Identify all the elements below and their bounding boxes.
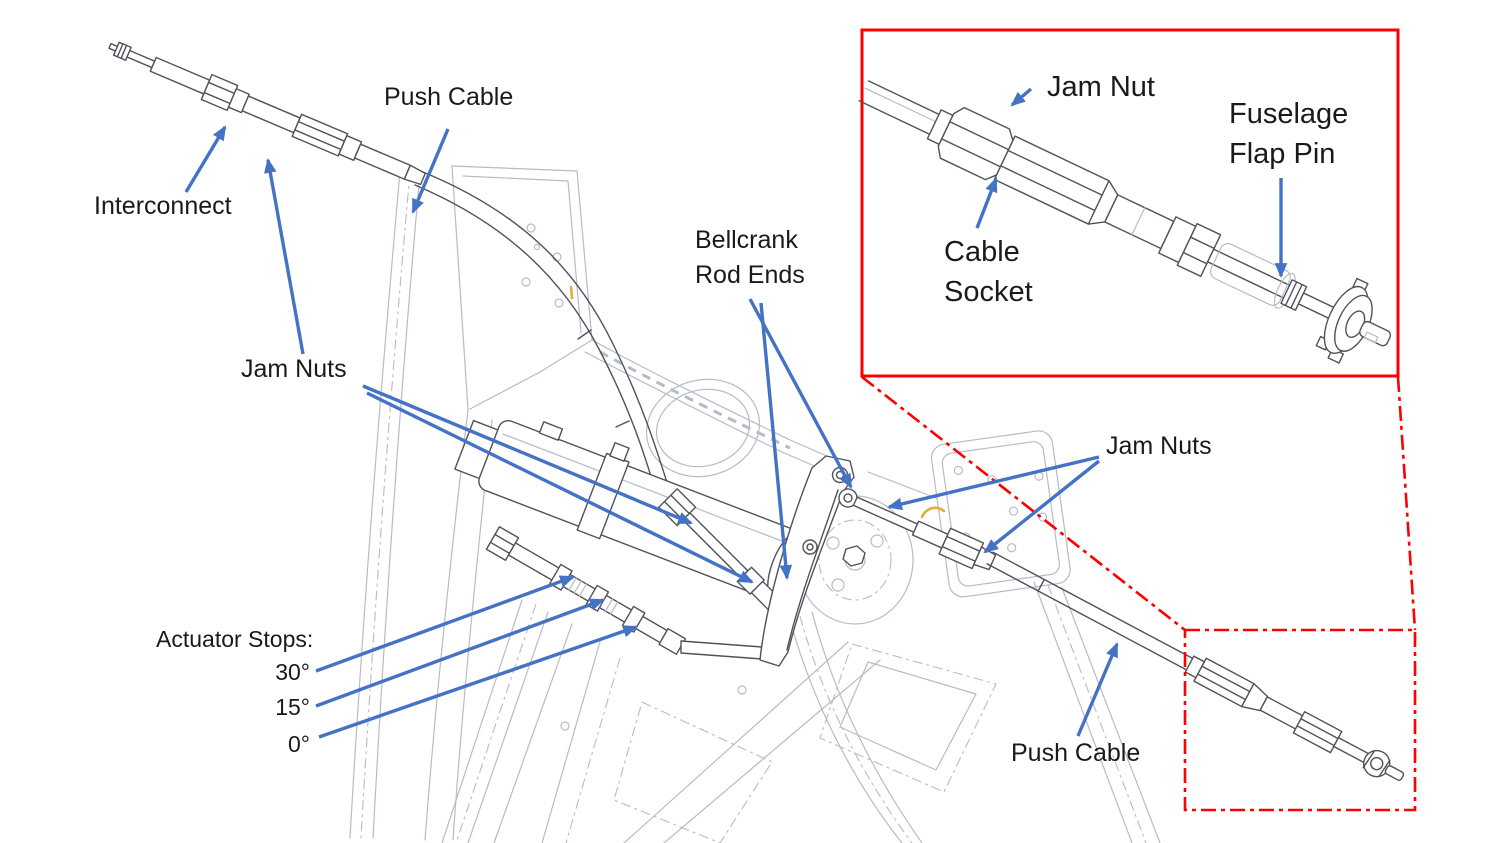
detail-connector-line-right (1396, 376, 1417, 631)
arrow-jam-nuts-left-up (264, 157, 305, 355)
wire-accent-right (920, 506, 946, 519)
callout-interconnect: Interconnect (94, 192, 232, 220)
arrow-jam-nuts-right-2 (983, 459, 1101, 554)
inset-detail-drawing (858, 80, 1392, 364)
callout-bellcrank-line1: Bellcrank (695, 226, 798, 254)
wire-accent-left (569, 285, 574, 300)
arrow-bellcrank-rod-end-1 (748, 298, 853, 489)
annotation-arrows (184, 87, 1288, 739)
arrow-stop-30 (315, 575, 575, 673)
callout-jam-nuts-left: Jam Nuts (241, 355, 347, 383)
arrow-jam-nuts-left-1 (362, 384, 693, 525)
inset-callout-jam-nut: Jam Nut (1047, 71, 1155, 103)
arrow-bellcrank-rod-end-2 (759, 302, 793, 581)
callout-jam-nuts-right: Jam Nuts (1106, 432, 1212, 460)
arrow-stop-0 (318, 625, 638, 739)
arrow-interconnect (184, 125, 227, 193)
push-cable-upper-drawing (108, 41, 670, 494)
inset-callout-socket: Socket (944, 276, 1033, 308)
inset-callout-fuselage: Fuselage (1229, 98, 1349, 130)
arrow-inset-cable-socket (975, 177, 998, 229)
callout-push-cable-bottom: Push Cable (1011, 739, 1141, 767)
callout-stop-0: 0° (288, 731, 310, 757)
arrow-jam-nuts-right-1 (886, 455, 1100, 511)
arrow-inset-jam-nut (1010, 87, 1033, 107)
callout-push-cable-top: Push Cable (384, 83, 514, 111)
callout-stop-30: 30° (275, 659, 310, 685)
detail-view-rect (1183, 628, 1417, 812)
callout-stop-15: 15° (275, 694, 310, 720)
arrow-push-cable-bottom (1076, 642, 1119, 737)
arrow-jam-nuts-left-2 (366, 391, 754, 584)
callout-actuator-stops-title: Actuator Stops: (156, 626, 314, 652)
arrow-stop-15 (315, 598, 605, 708)
inset-callout-cable: Cable (944, 236, 1020, 268)
callout-bellcrank-line2: Rod Ends (695, 261, 805, 289)
push-cable-lower-drawing (838, 488, 1405, 781)
arrow-push-cable-top (411, 128, 450, 214)
bellcrank-drawing (759, 455, 866, 667)
cable-support-bracket (930, 430, 1071, 598)
interconnect-coupler (291, 113, 349, 157)
detail-connector-line-left (861, 375, 1186, 632)
inset-callout-flap-pin: Flap Pin (1229, 138, 1336, 170)
